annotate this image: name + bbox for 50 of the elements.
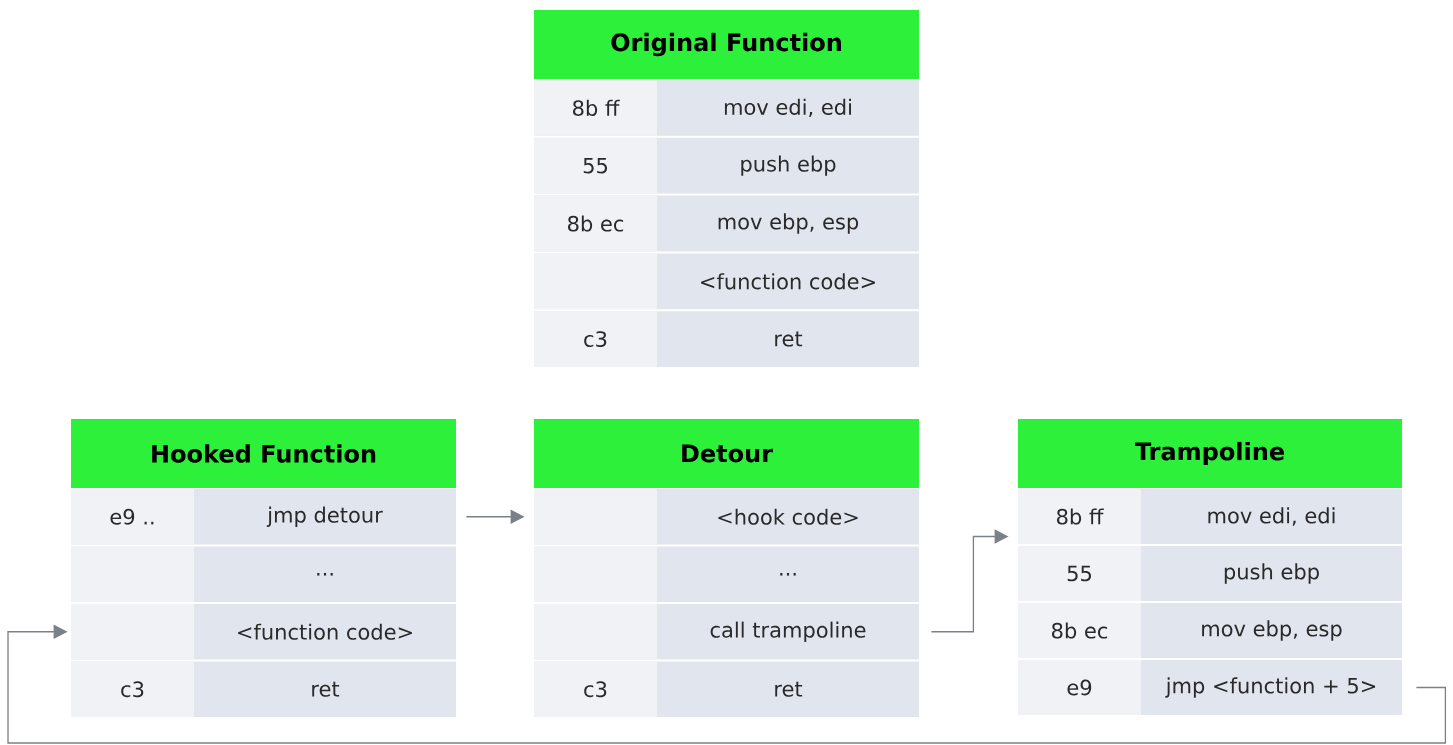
node-label: 8b ec xyxy=(568,215,624,232)
table-header: Detour xyxy=(534,419,919,488)
node-label: c3 xyxy=(121,681,144,698)
table-row: <hook code> xyxy=(534,489,919,545)
node-label: 55 xyxy=(583,157,608,174)
table-row: 8b ff mov edi, edi xyxy=(1018,489,1402,544)
node-label: jmp detour xyxy=(266,506,383,527)
node-label: 8b ec xyxy=(1052,622,1108,639)
table-row: c3 ret xyxy=(71,661,456,717)
node-label: 8b ff xyxy=(573,99,620,117)
node-label: mov ebp, esp xyxy=(1202,620,1342,641)
table-row: c3 ret xyxy=(534,661,919,717)
node-label: ret xyxy=(775,331,803,347)
table-row: ... xyxy=(71,546,456,602)
node-label: <function code> xyxy=(238,623,412,640)
node-label: e9 .. xyxy=(110,508,154,525)
table-row: <function code> xyxy=(71,604,456,660)
node-label: <function code> xyxy=(701,273,875,290)
node-label: call trampoline xyxy=(710,621,866,642)
node-label: e9 xyxy=(1067,679,1092,696)
node-label: ... xyxy=(780,572,796,576)
node-label: c3 xyxy=(584,331,607,348)
table-header: Hooked Function xyxy=(71,419,456,488)
table-row: ... xyxy=(534,546,919,602)
table-row: e9 .. jmp detour xyxy=(71,489,456,545)
table-row: c3 ret xyxy=(534,311,919,367)
table-header: Original Function xyxy=(534,10,919,79)
node-label: <hook code> xyxy=(718,508,858,525)
node-label: mov edi, edi xyxy=(1208,507,1335,526)
node-label: mov ebp, esp xyxy=(718,213,859,234)
table-row: 8b ec mov ebp, esp xyxy=(1018,603,1402,658)
table-row: call trampoline xyxy=(534,604,919,660)
node-label: c3 xyxy=(584,681,607,698)
table-row: 55 push ebp xyxy=(1018,546,1402,601)
node-label: ret xyxy=(312,681,340,697)
table-row: 55 push ebp xyxy=(534,137,919,194)
table-row: <function code> xyxy=(534,253,919,310)
node-label: ... xyxy=(317,572,333,576)
node-label: 8b ff xyxy=(1056,508,1104,525)
table-row: 8b ec mov ebp, esp xyxy=(534,195,919,252)
node-label: push ebp xyxy=(1224,563,1319,584)
node-label: push ebp xyxy=(741,155,836,176)
table-row: 8b ff mov edi, edi xyxy=(534,80,919,136)
table-header: Trampoline xyxy=(1018,419,1402,488)
table-row: e9 jmp <function + 5> xyxy=(1018,660,1402,715)
node-label: mov edi, edi xyxy=(724,98,851,118)
node-label: jmp <function + 5> xyxy=(1165,677,1376,698)
node-label: ret xyxy=(775,681,803,697)
node-label: 55 xyxy=(1067,565,1092,582)
arrow xyxy=(7,624,1447,744)
